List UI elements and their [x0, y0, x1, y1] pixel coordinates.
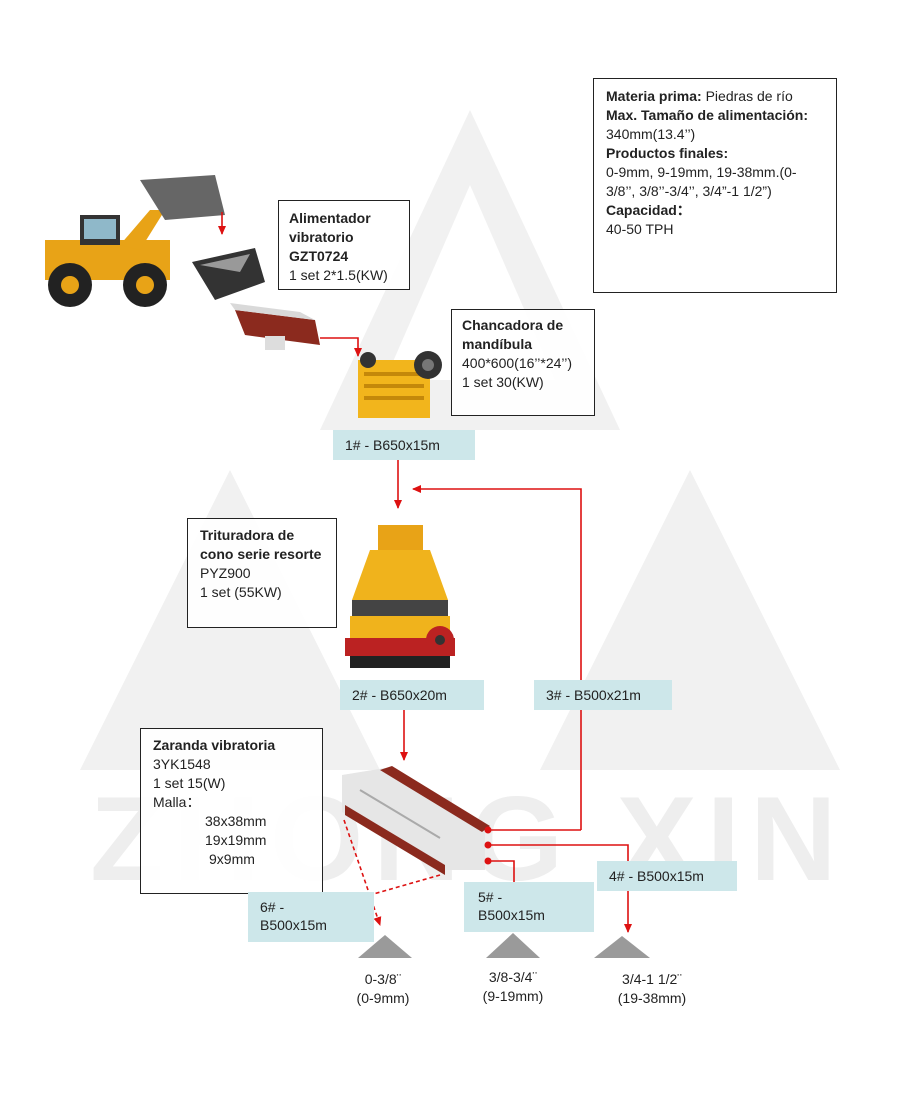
- cone-crusher-image: [345, 525, 455, 668]
- wheel-loader-image: [45, 175, 225, 307]
- raw-material-label: Materia prima:: [606, 88, 702, 104]
- conveyor-6-line2: B500x15m: [260, 917, 327, 933]
- feeder-model: GZT0724: [289, 248, 349, 264]
- screen-mesh-3: 9x9mm: [209, 851, 255, 867]
- conveyor-4-label: 4# - B500x15m: [597, 861, 737, 891]
- cone-crusher-box: Trituradora de cono serie resorte PYZ900…: [187, 518, 337, 628]
- product-3-metric: (19-38mm): [617, 990, 687, 1006]
- feeder-title: Alimentador vibratorio: [289, 210, 371, 245]
- jaw-crusher-image: [358, 351, 442, 418]
- cone-title: Trituradora de cono serie resorte: [200, 527, 322, 562]
- conveyor-5-label: 5# - B500x15m: [464, 882, 594, 932]
- product-2: 3/8-3/4¨ (9-19mm): [458, 968, 568, 1006]
- raw-material-value: Piedras de río: [705, 88, 793, 104]
- vibrating-feeder-image: [192, 248, 320, 350]
- cone-detail: 1 set (55KW): [200, 584, 282, 600]
- jaw-model: 400*600(16’’*24’’): [462, 355, 573, 371]
- flow-arrows: [218, 212, 632, 933]
- conveyor-5-line1: 5# -: [478, 889, 503, 905]
- capacity-value: 40-50 TPH: [606, 221, 674, 237]
- product-3-size: 3/4-1 1/2¨: [622, 971, 682, 987]
- feeder-detail: 1 set 2*1.5(KW): [289, 267, 388, 283]
- screen-mesh-2: 19x19mm: [205, 832, 267, 848]
- screen-model: 3YK1548: [153, 756, 211, 772]
- conveyor-5-line2: B500x15m: [478, 907, 545, 923]
- spec-box: Materia prima: Piedras de río Max. Tamañ…: [593, 78, 837, 293]
- vibrating-screen-image: [342, 766, 490, 875]
- conveyor-2-label: 2# - B650x20m: [340, 680, 484, 710]
- feeder-box: Alimentador vibratorio GZT0724 1 set 2*1…: [278, 200, 410, 290]
- final-products-label: Productos finales:: [606, 145, 729, 161]
- vibrating-screen-box: Zaranda vibratoria 3YK1548 1 set 15(W) M…: [140, 728, 323, 894]
- conveyor-6-line1: 6# -: [260, 899, 285, 915]
- stockpile-images: [358, 933, 650, 958]
- product-1: 0-3/8¨ (0-9mm): [328, 970, 438, 1008]
- screen-mesh-1: 38x38mm: [205, 813, 267, 829]
- conveyor-6-label: 6# - B500x15m: [248, 892, 374, 942]
- product-1-size: 0-3/8¨: [364, 971, 402, 987]
- screen-title: Zaranda vibratoria: [153, 737, 276, 753]
- max-feed-value: 340mm(13.4’’): [606, 126, 696, 142]
- screen-detail: 1 set 15(W): [153, 775, 226, 791]
- conveyor-1-label: 1# - B650x15m: [333, 430, 475, 460]
- product-1-metric: (0-9mm): [356, 990, 410, 1006]
- jaw-detail: 1 set 30(KW): [462, 374, 544, 390]
- cone-model: PYZ900: [200, 565, 251, 581]
- capacity-label: Capacidad：: [606, 202, 691, 218]
- jaw-crusher-box: Chancadora de mandíbula 400*600(16’’*24’…: [451, 309, 595, 416]
- product-2-metric: (9-19mm): [482, 988, 544, 1004]
- product-2-size: 3/8-3/4¨: [488, 969, 538, 985]
- final-products-value: 0-9mm, 9-19mm, 19-38mm.(0-3/8’’, 3/8’’-3…: [606, 164, 797, 199]
- max-feed-label: Max. Tamaño de alimentación:: [606, 107, 809, 123]
- jaw-title: Chancadora de mandíbula: [462, 317, 564, 352]
- screen-mesh-label: Malla：: [153, 794, 201, 810]
- conveyor-3-label: 3# - B500x21m: [534, 680, 672, 710]
- product-3: 3/4-1 1/2¨ (19-38mm): [597, 970, 707, 1008]
